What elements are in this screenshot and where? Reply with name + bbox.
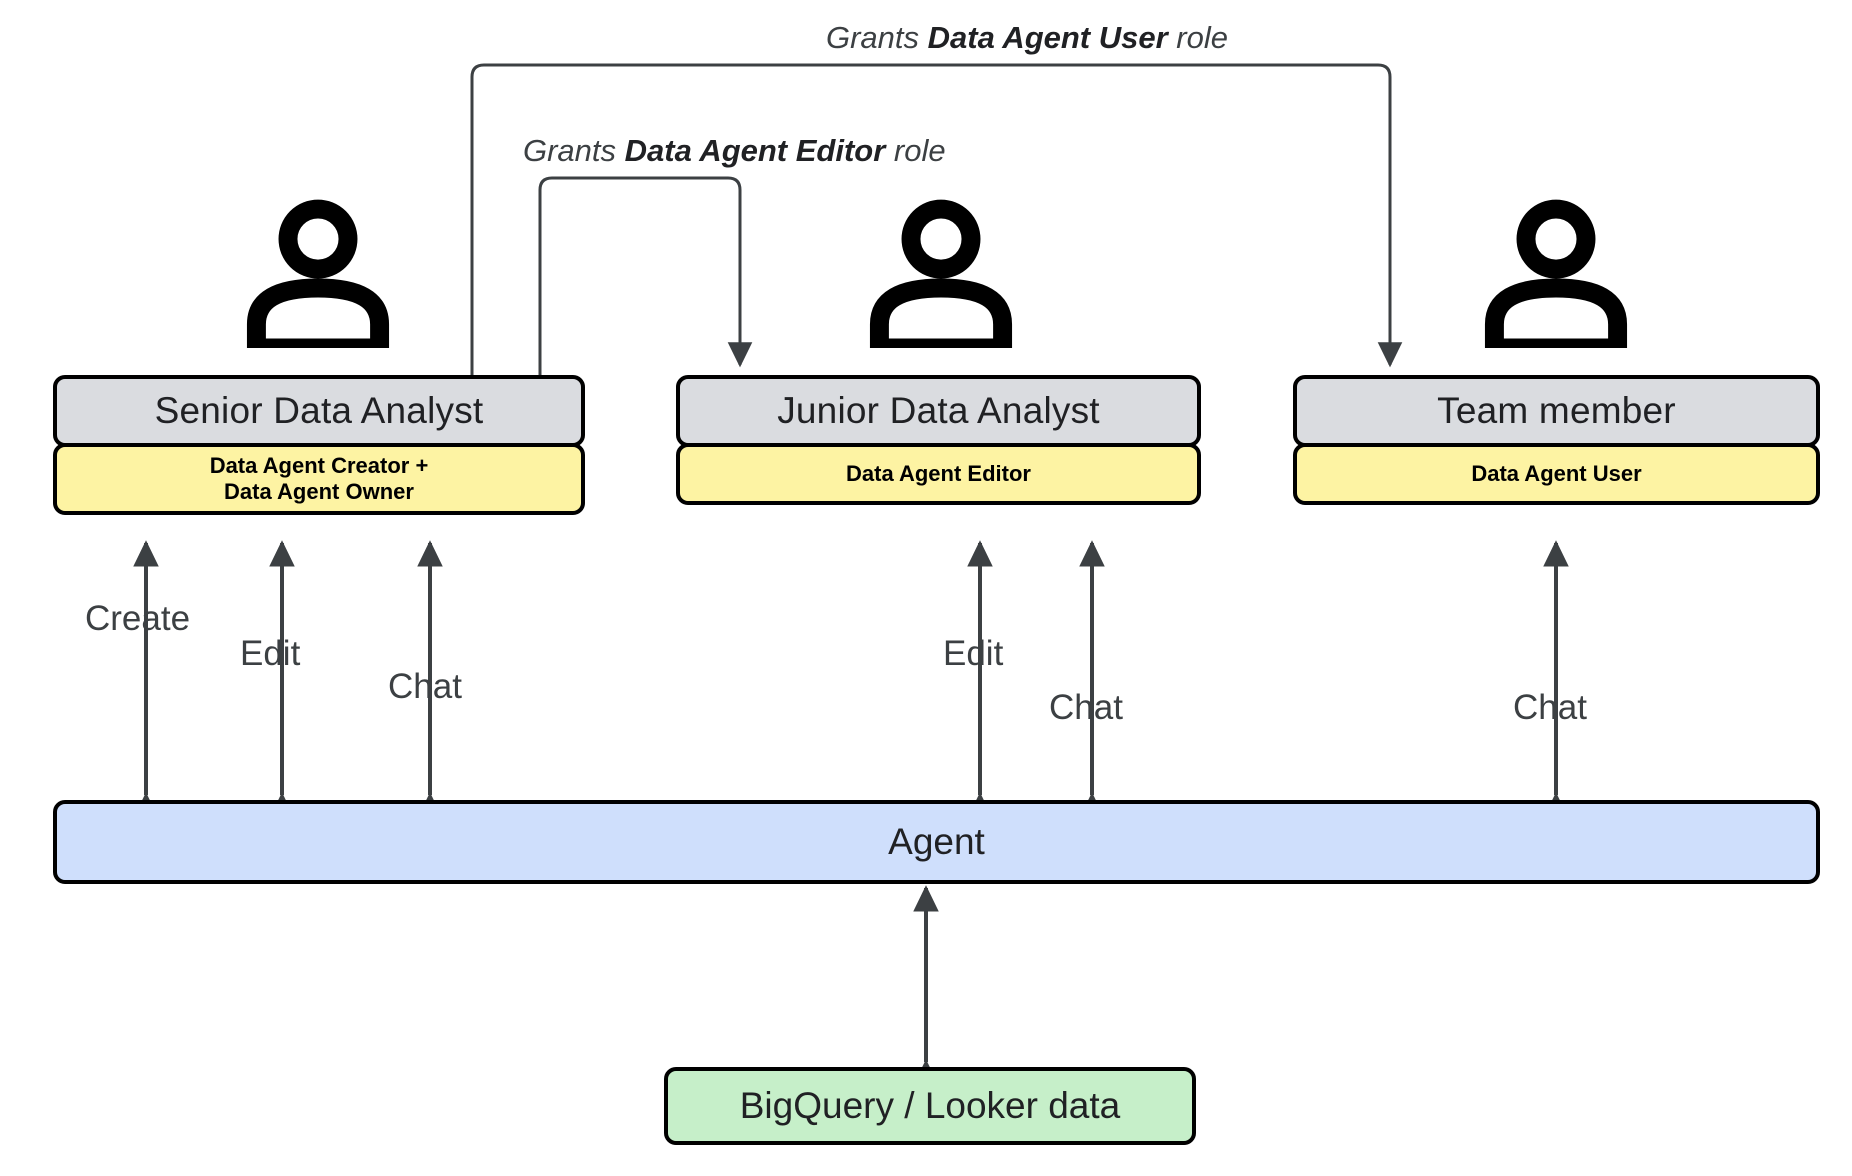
permission-box-senior-data-analyst[interactable]: Data Agent Creator + Data Agent Owner — [53, 443, 585, 515]
persona-team-member[interactable]: Team member Data Agent User — [1293, 375, 1820, 505]
grant-label-data-agent-editor: Grants Data Agent Editor role — [523, 135, 946, 166]
person-icon-junior-data-analyst — [861, 198, 1021, 358]
role-box-junior-data-analyst[interactable]: Junior Data Analyst — [676, 375, 1201, 447]
persona-junior-data-analyst[interactable]: Junior Data Analyst Data Agent Editor — [676, 375, 1201, 505]
edge-grants-data-agent-editor — [538, 176, 753, 383]
person-icon-team-member — [1476, 198, 1636, 358]
grant-user-role: Data Agent User — [927, 20, 1168, 55]
permission-box-junior-data-analyst[interactable]: Data Agent Editor — [676, 443, 1201, 505]
permission-line: Data Agent Editor — [846, 461, 1031, 487]
person-icon-senior-data-analyst — [238, 198, 398, 358]
agent-box[interactable]: Agent — [53, 800, 1820, 884]
permission-line: Data Agent User — [1471, 461, 1642, 487]
role-box-senior-data-analyst[interactable]: Senior Data Analyst — [53, 375, 585, 447]
role-box-team-member[interactable]: Team member — [1293, 375, 1820, 447]
grant-editor-prefix: Grants — [523, 133, 625, 168]
grant-user-prefix: Grants — [826, 20, 928, 55]
data-source-box[interactable]: BigQuery / Looker data — [664, 1067, 1196, 1145]
edge-label-senior-create: Create — [85, 599, 191, 638]
permission-box-team-member[interactable]: Data Agent User — [1293, 443, 1820, 505]
permission-line: Data Agent Owner — [224, 478, 414, 504]
grant-editor-role: Data Agent Editor — [624, 133, 886, 168]
edge-label-senior-edit: Edit — [240, 634, 301, 673]
permission-line: Data Agent Creator + — [209, 453, 429, 478]
edge-label-senior-chat: Chat — [388, 667, 462, 706]
grant-label-data-agent-user: Grants Data Agent User role — [826, 22, 1228, 53]
grant-user-suffix: role — [1167, 20, 1228, 55]
edge-label-team-chat: Chat — [1513, 688, 1587, 727]
edge-label-junior-chat: Chat — [1049, 688, 1123, 727]
edge-label-junior-edit: Edit — [943, 634, 1004, 673]
persona-senior-data-analyst[interactable]: Senior Data Analyst Data Agent Creator +… — [53, 375, 585, 515]
grant-editor-suffix: role — [885, 133, 946, 168]
